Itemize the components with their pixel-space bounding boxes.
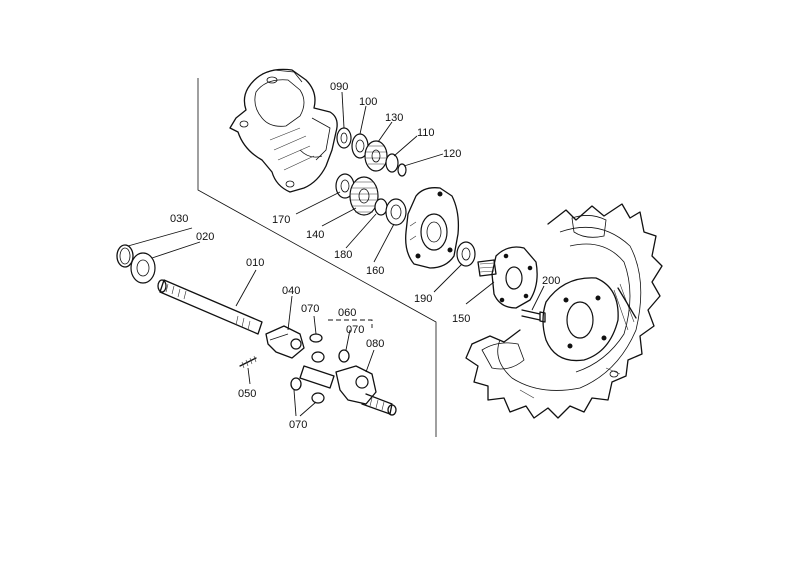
callout-010: 010 <box>246 257 264 269</box>
collar-110 <box>385 153 399 173</box>
group-bracket-060 <box>328 319 373 328</box>
assembly-boundary-line <box>197 78 437 437</box>
callout-110: 110 <box>417 127 435 139</box>
ring-180 <box>374 198 388 216</box>
callout-140: 140 <box>306 229 324 241</box>
callout-190: 190 <box>414 293 432 305</box>
callout-030: 030 <box>170 213 188 225</box>
callout-100: 100 <box>359 96 377 108</box>
callout-070-top: 070 <box>301 303 319 315</box>
callout-160: 160 <box>366 265 384 277</box>
seal-070-upper <box>309 333 323 343</box>
yoke-shaft-080 <box>335 365 397 416</box>
callout-050: 050 <box>238 388 256 400</box>
callout-070-right: 070 <box>346 324 364 336</box>
callout-180: 180 <box>334 249 352 261</box>
callout-060: 060 <box>338 307 356 319</box>
bolt-200 <box>521 309 546 323</box>
callout-070-bottom: 070 <box>289 419 307 431</box>
spring-pin-050 <box>239 355 257 369</box>
snap-ring-070-left <box>290 377 302 391</box>
cross-spider <box>299 351 335 404</box>
callout-130: 130 <box>385 112 403 124</box>
wheel-hub-150 <box>477 246 538 309</box>
bearing-160 <box>385 198 407 226</box>
callout-020: 020 <box>196 231 214 243</box>
callout-200: 200 <box>542 275 560 287</box>
bearing-090 <box>336 127 352 149</box>
cage-wheel <box>465 203 663 419</box>
gear-130 <box>364 140 388 172</box>
bearing-020 <box>130 252 156 284</box>
leader-lines <box>127 91 545 417</box>
callout-080: 080 <box>366 338 384 350</box>
gear-140 <box>349 176 379 216</box>
washer-120 <box>397 163 407 177</box>
callout-120: 120 <box>443 148 461 160</box>
callout-090: 090 <box>330 81 348 93</box>
yoke-040 <box>265 325 305 359</box>
callout-170: 170 <box>272 214 290 226</box>
snap-ring-030 <box>116 244 134 268</box>
snap-ring-070-right <box>338 349 350 363</box>
bearing-cover-plate <box>405 187 460 269</box>
gear-case-housing <box>229 68 338 193</box>
callout-040: 040 <box>282 285 300 297</box>
bearing-190 <box>456 241 476 267</box>
callout-150: 150 <box>452 313 470 325</box>
axle-shaft-010 <box>157 279 263 335</box>
